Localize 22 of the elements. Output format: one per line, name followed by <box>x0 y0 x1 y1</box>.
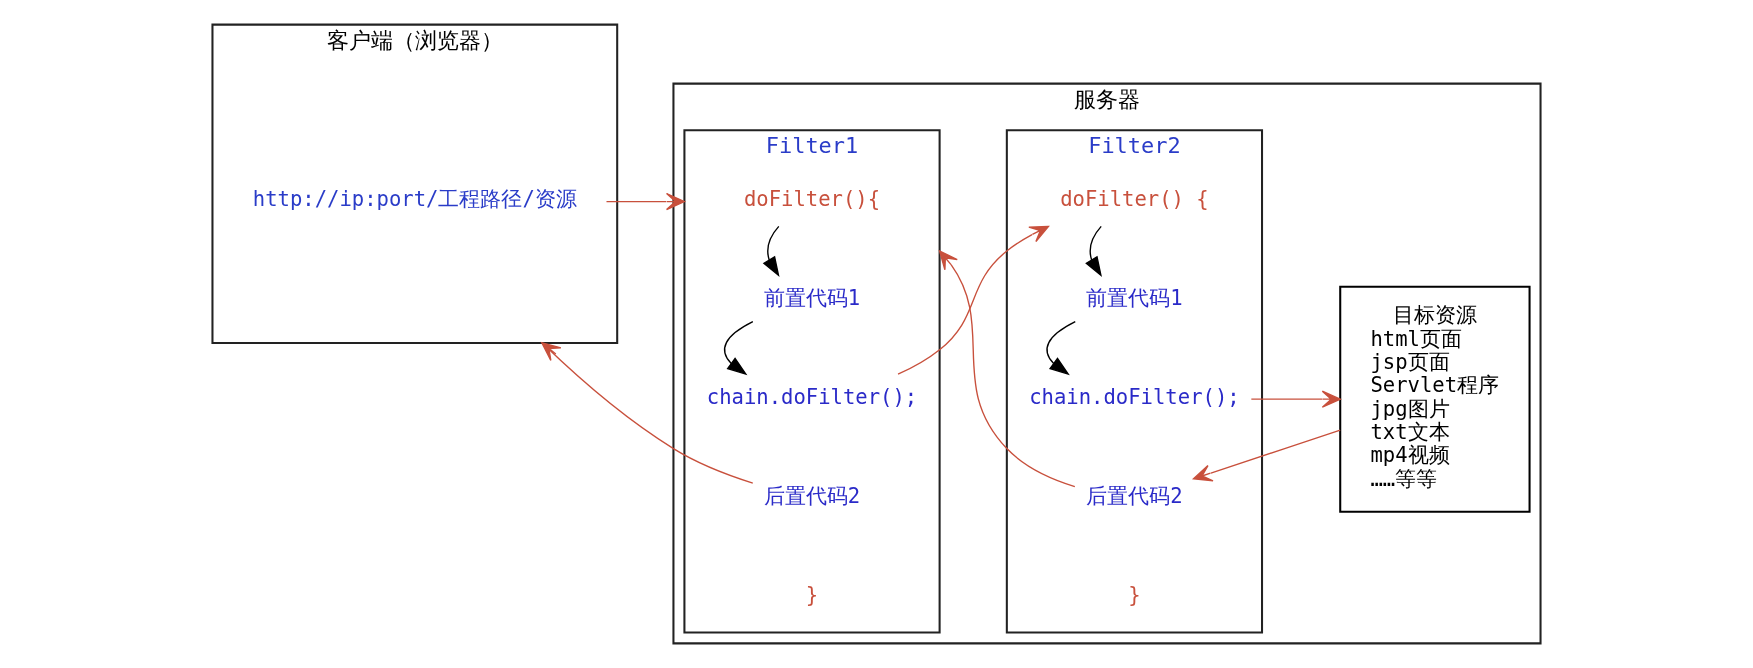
arrow <box>762 225 780 278</box>
node-text: chain.doFilter(); <box>1029 384 1240 409</box>
arrow <box>605 192 686 211</box>
arrow <box>897 225 1050 375</box>
node-text: doFilter(){ <box>743 187 881 212</box>
node-text: doFilter() { <box>1060 187 1209 212</box>
node-text: 后置代码2 <box>1086 483 1183 508</box>
node-text: 后置代码2 <box>763 483 861 508</box>
arrow <box>1250 390 1341 408</box>
arrow <box>541 342 754 484</box>
arrow <box>938 250 1076 488</box>
node-box: 目标资源 html页面 jsp页面 Servlet程序 jpg图片 txt文本 mp4视频 ……等等 <box>1339 285 1531 513</box>
node-text: 前置代码1 <box>1086 286 1183 311</box>
node-text: } <box>1128 582 1141 607</box>
arrow <box>723 321 754 376</box>
node-text: http://ip:port/工程路径/资源 <box>252 187 577 212</box>
node-text: chain.doFilter(); <box>706 384 918 409</box>
node-text: } <box>805 582 819 607</box>
arrow <box>1085 225 1102 278</box>
arrow <box>1192 429 1341 482</box>
arrow <box>1046 321 1076 376</box>
node-text: 前置代码1 <box>763 286 861 311</box>
